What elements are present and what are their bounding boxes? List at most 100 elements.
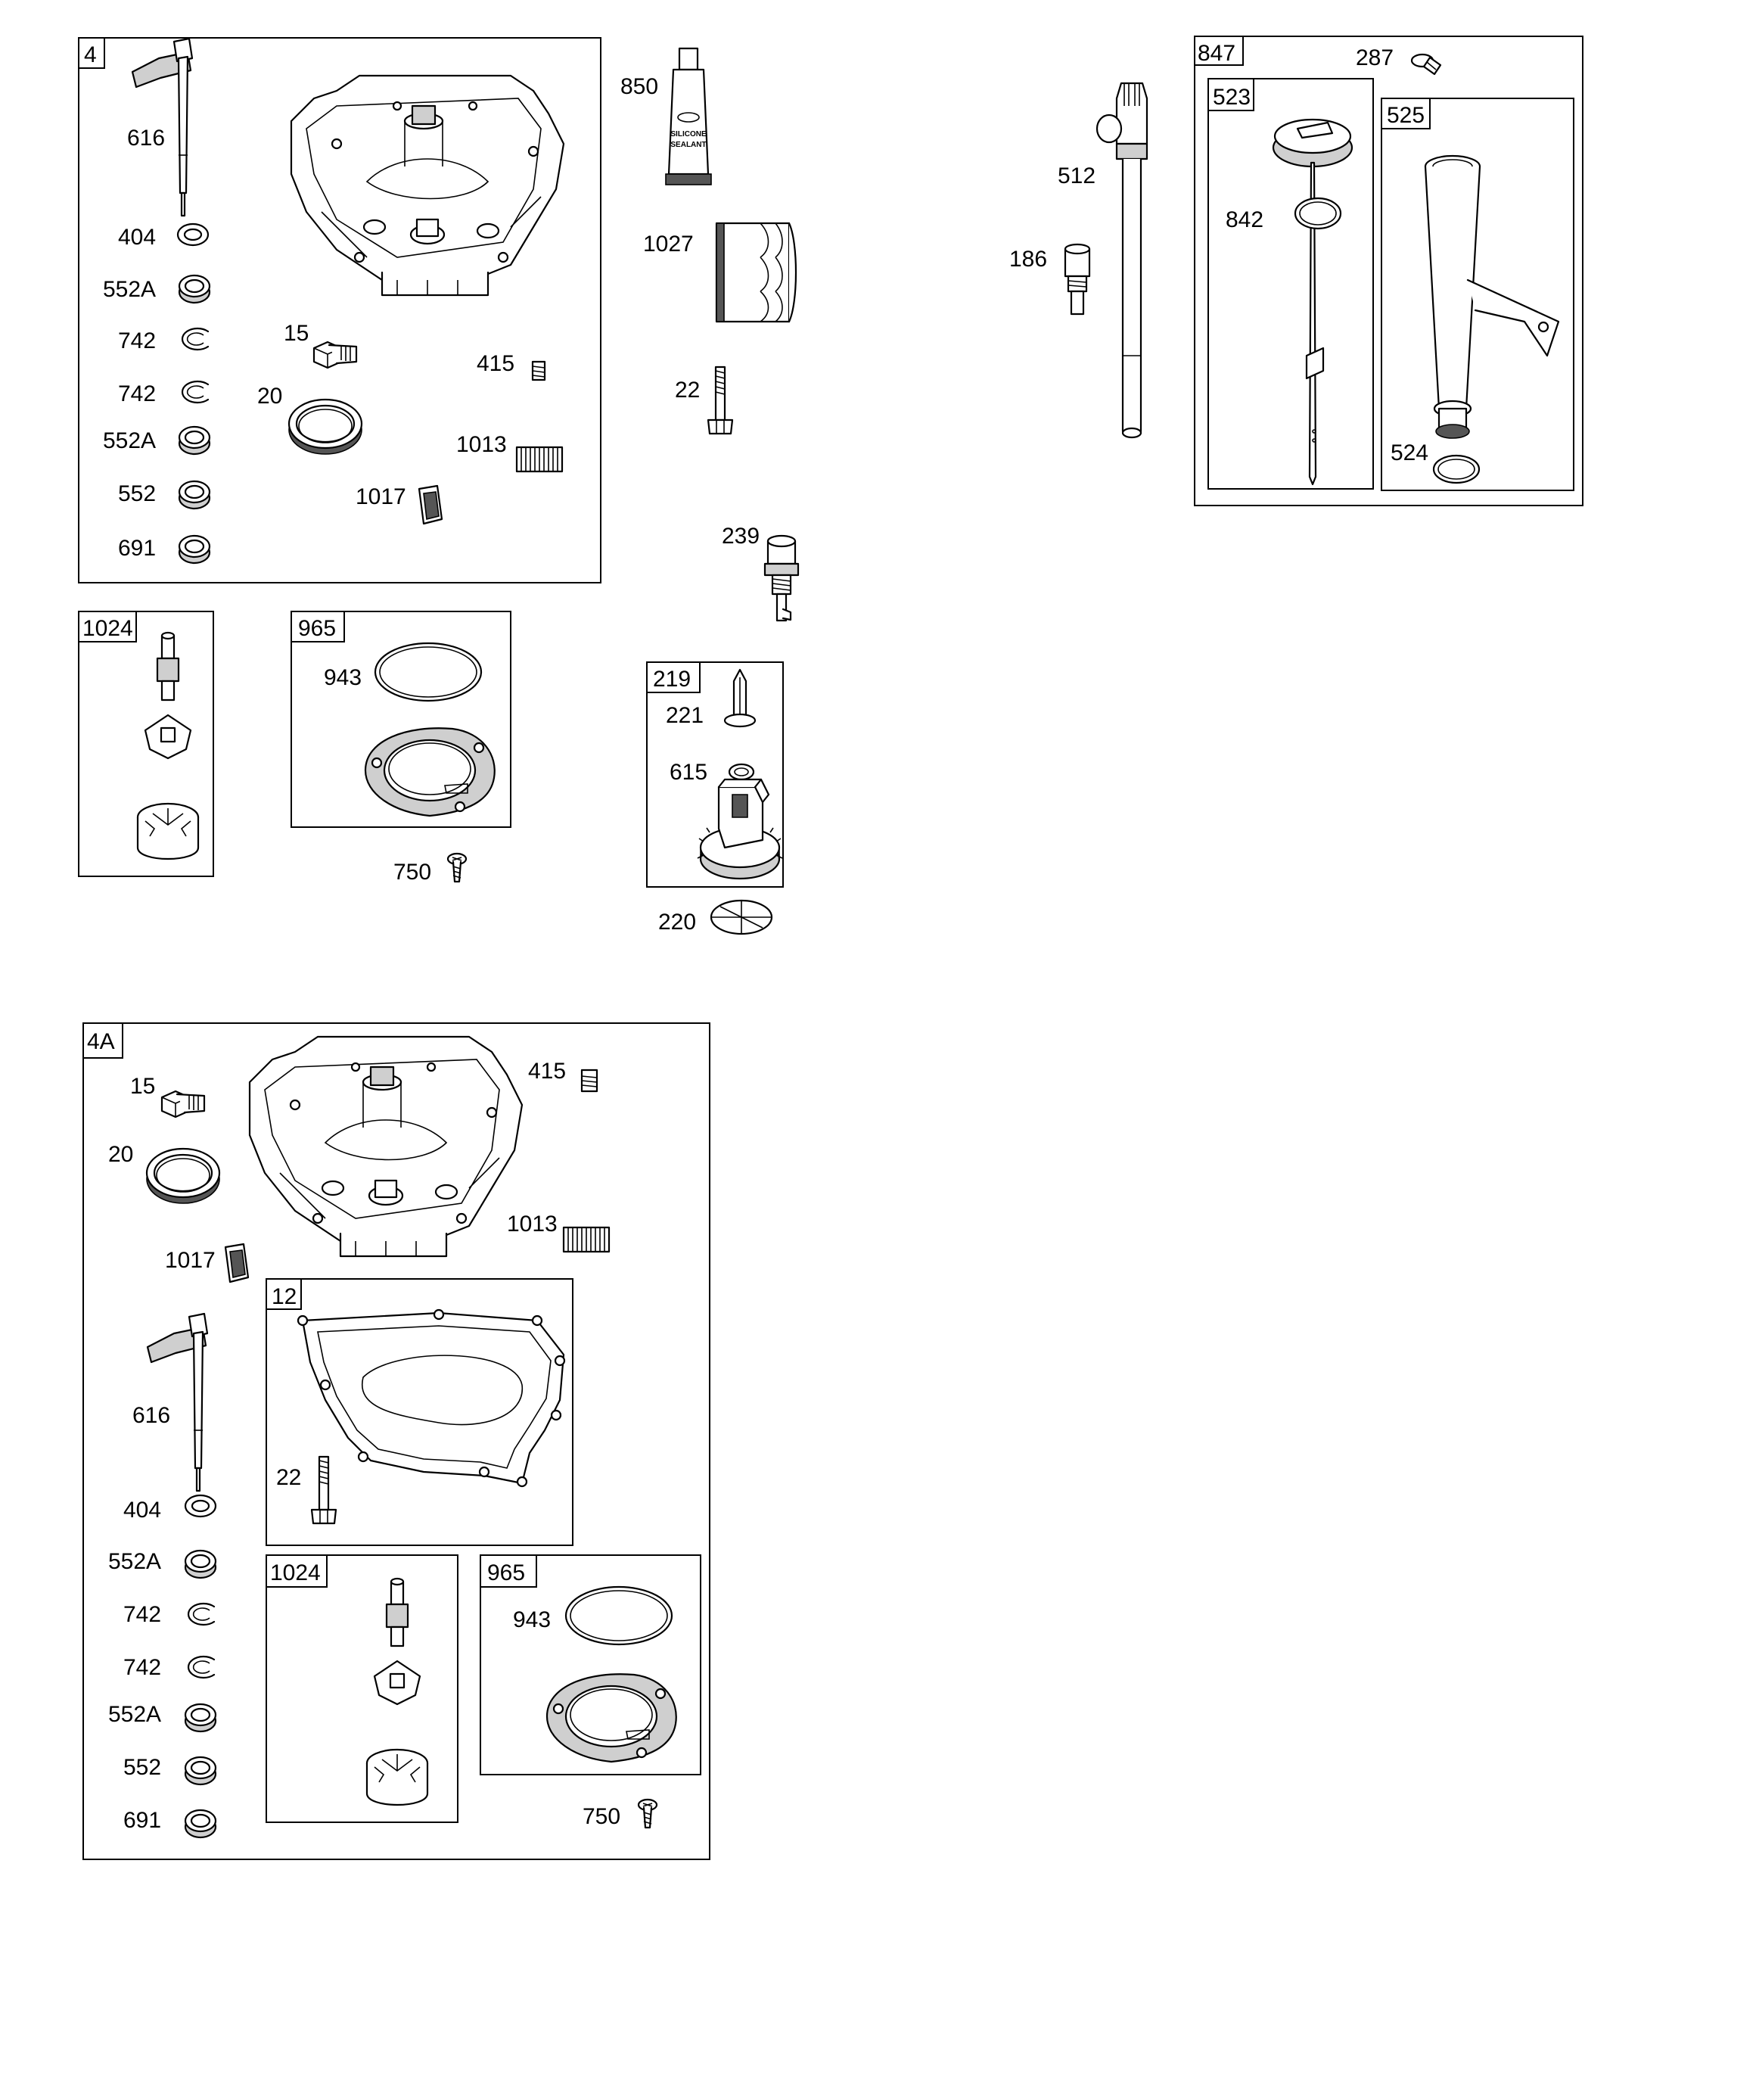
- cup-220: [710, 899, 773, 935]
- label-239: 239: [722, 524, 760, 549]
- label-552A: 552A: [108, 1549, 161, 1574]
- oring-943: [374, 642, 483, 702]
- gasket-12: [297, 1308, 566, 1488]
- box-965: [480, 1554, 701, 1775]
- oil-pressure-switch-239: [763, 534, 800, 622]
- label-742: 742: [118, 328, 156, 353]
- plug-15: [160, 1090, 206, 1118]
- bushing-552: [184, 1756, 217, 1786]
- sealant-line1: SILICONE: [670, 130, 707, 138]
- eclip-742: [181, 380, 210, 404]
- box-525: [1381, 98, 1574, 491]
- label-616: 616: [132, 1403, 170, 1428]
- bushing-691: [178, 534, 211, 565]
- label-20: 20: [108, 1142, 133, 1167]
- label-415: 415: [477, 351, 514, 376]
- sealant-line2: SEALANT: [670, 141, 706, 149]
- fitting-415: [580, 1069, 598, 1093]
- box-id-12: 12: [272, 1284, 297, 1309]
- box-id-523: 523: [1213, 85, 1251, 110]
- sealant-tube-850: SILICONE SEALANT: [665, 47, 712, 185]
- label-850: 850: [620, 74, 658, 99]
- cover-965: [545, 1673, 677, 1763]
- label-943: 943: [513, 1607, 551, 1632]
- oil-pan-housing: [290, 74, 565, 297]
- valve-1017: [418, 484, 443, 525]
- label-742: 742: [123, 1655, 161, 1680]
- label-742: 742: [118, 381, 156, 406]
- pin-221: [723, 668, 757, 728]
- label-943: 943: [324, 665, 362, 690]
- label-750: 750: [583, 1804, 620, 1829]
- dipstick-523: [1272, 118, 1353, 486]
- label-842: 842: [1226, 207, 1263, 232]
- label-22: 22: [675, 378, 700, 403]
- bushing-552A: [178, 274, 211, 304]
- label-552A: 552A: [108, 1702, 161, 1727]
- oring-943: [564, 1585, 673, 1646]
- label-415: 415: [528, 1059, 566, 1084]
- box-id-965: 965: [487, 1560, 525, 1585]
- label-1013: 1013: [507, 1212, 558, 1237]
- oil-pan-housing: [248, 1035, 524, 1258]
- label-616: 616: [127, 126, 165, 151]
- oring-524: [1432, 454, 1481, 484]
- screen-1013: [515, 446, 564, 473]
- bushing-552A: [178, 425, 211, 456]
- box-id-1024: 1024: [82, 616, 133, 641]
- eclip-742: [187, 1655, 216, 1679]
- label-22: 22: [276, 1465, 301, 1490]
- label-524: 524: [1391, 440, 1428, 465]
- box-965: [291, 611, 511, 828]
- oil-pump-1024: [136, 631, 200, 860]
- label-404: 404: [123, 1498, 161, 1523]
- ring-404: [176, 222, 210, 247]
- label-552: 552: [123, 1755, 161, 1780]
- fitting-186: [1064, 243, 1091, 316]
- bushing-552A: [184, 1549, 217, 1579]
- box-id-4: 4: [84, 42, 97, 67]
- label-552: 552: [118, 481, 156, 506]
- label-287: 287: [1356, 45, 1394, 70]
- label-552A: 552A: [103, 277, 156, 302]
- oil-pump-1024: [365, 1577, 429, 1806]
- box-1024: [266, 1554, 458, 1823]
- label-221: 221: [666, 703, 704, 728]
- box-id-525: 525: [1387, 103, 1425, 128]
- bolt-22: [707, 366, 734, 435]
- crank-shaft-616: [146, 1312, 209, 1492]
- ring-404: [184, 1494, 217, 1518]
- fitting-415: [531, 360, 546, 381]
- seal-20: [287, 398, 363, 456]
- governor-gear-219: [697, 778, 783, 880]
- box-id-219: 219: [653, 667, 691, 692]
- box-12: [266, 1278, 573, 1546]
- label-15: 15: [284, 321, 309, 346]
- oil-filter-1027: [715, 222, 797, 323]
- box-523: [1207, 78, 1374, 490]
- bushing-552A: [184, 1703, 217, 1733]
- box-847: [1194, 36, 1583, 506]
- box-219: [646, 661, 784, 888]
- cover-965: [364, 727, 496, 817]
- box-1024: [78, 611, 214, 877]
- eclip-742: [187, 1602, 216, 1626]
- label-512: 512: [1058, 163, 1095, 188]
- label-615: 615: [670, 760, 707, 785]
- washer-615: [728, 763, 755, 781]
- box-id-1024: 1024: [270, 1560, 321, 1585]
- box-id-4A: 4A: [87, 1029, 115, 1054]
- box-4: [78, 37, 601, 583]
- seal-20: [145, 1147, 221, 1205]
- label-20: 20: [257, 384, 282, 409]
- label-1027: 1027: [643, 232, 694, 257]
- screw-750: [446, 852, 468, 883]
- label-750: 750: [393, 860, 431, 885]
- label-186: 186: [1009, 247, 1047, 272]
- bushing-691: [184, 1809, 217, 1839]
- bolt-22: [310, 1455, 337, 1525]
- screw-287: [1410, 53, 1442, 76]
- label-691: 691: [118, 536, 156, 561]
- label-1017: 1017: [165, 1248, 216, 1273]
